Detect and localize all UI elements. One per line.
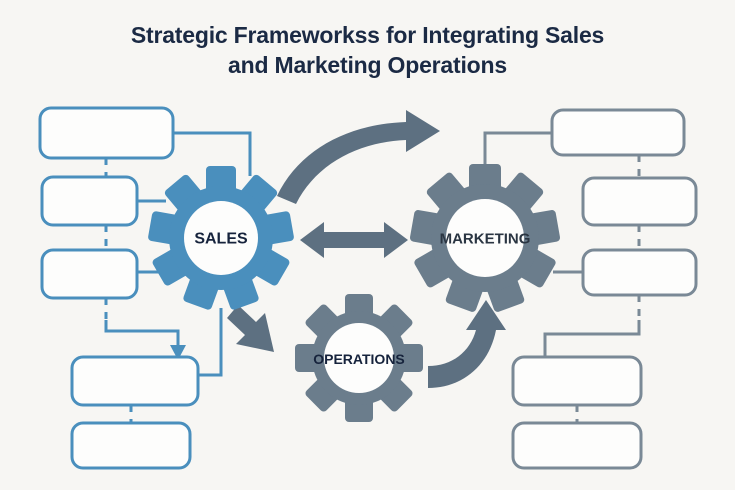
left-box-3[interactable] (40, 248, 139, 300)
gear-marketing-hub (446, 199, 524, 277)
left-box-5[interactable] (70, 421, 192, 470)
gear-marketing[interactable]: MARKETING (409, 164, 561, 313)
left-boxes-group (38, 106, 200, 470)
right-box-2[interactable] (581, 176, 698, 227)
arrow-operations-to-marketing (428, 300, 506, 388)
right-box-5[interactable] (511, 421, 643, 470)
arrowhead-left-to-box4 (170, 345, 186, 360)
curved-arrow-sales-marketing (277, 110, 440, 204)
curved-arrow-operations-marketing (428, 300, 506, 388)
arrow-sales-to-marketing (277, 110, 440, 204)
gear-operations-hub (324, 323, 394, 393)
left-box-2[interactable] (40, 175, 139, 227)
connector-left-box1-to-sales (173, 131, 252, 176)
diagonal-arrow-shape (227, 305, 274, 352)
left-box-1[interactable] (38, 106, 175, 160)
double-arrow-shape (300, 222, 408, 258)
gear-operations-label: OPERATIONS (313, 351, 405, 367)
right-box-1[interactable] (550, 108, 686, 157)
left-box-4[interactable] (70, 355, 200, 407)
gear-sales-label: SALES (194, 231, 248, 248)
gear-marketing-label: MARKETING (440, 231, 531, 248)
arrow-sales-marketing-bidirectional (300, 222, 408, 258)
right-box-3[interactable] (581, 248, 698, 297)
gear-sales[interactable]: SALES (147, 166, 294, 311)
connector-sales-to-box4 (198, 308, 223, 377)
gear-sales-hub (184, 201, 258, 275)
right-connector-group (483, 131, 641, 423)
right-boxes-group (511, 108, 698, 470)
connector-right-elbow-to-box4 (543, 320, 641, 357)
arrow-sales-to-operations (227, 305, 274, 352)
connector-marketing-to-rightbox1 (483, 131, 552, 176)
gear-operations[interactable]: OPERATIONS (295, 294, 423, 422)
right-box-4[interactable] (511, 355, 643, 407)
connector-left-elbow-to-box4 (104, 320, 180, 348)
